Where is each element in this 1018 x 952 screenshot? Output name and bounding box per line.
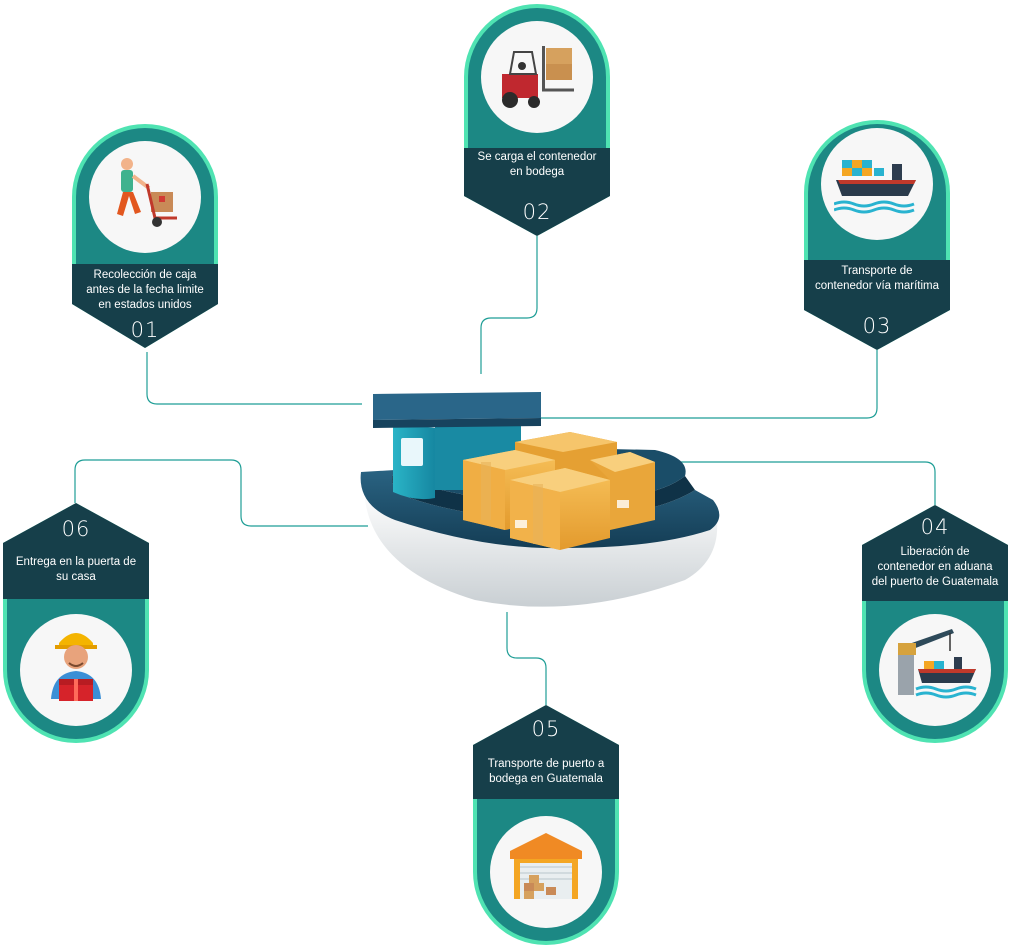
step-03-number: 03 <box>862 314 892 338</box>
step-01-label-line-2: antes de la fecha limite <box>86 284 204 296</box>
step-06-label-line-2: su casa <box>56 571 96 583</box>
step-02-number: 02 <box>522 200 552 224</box>
step-card-05: 05 Transporte de puerto a bodega en Guat… <box>473 705 619 945</box>
connector-01 <box>146 352 362 405</box>
step-04-number: 04 <box>920 515 950 539</box>
warehouse-icon <box>506 829 586 905</box>
connector-05 <box>506 612 547 705</box>
step-06-number: 06 <box>61 517 91 541</box>
card-shape <box>473 705 619 945</box>
step-05-number: 05 <box>531 717 561 741</box>
connector-04 <box>662 461 936 505</box>
central-ship-with-boxes <box>360 392 720 607</box>
port-crane-ship-icon <box>892 625 980 701</box>
worker-hand-truck-icon <box>105 152 185 242</box>
step-02-label-line-2: en bodega <box>509 166 565 178</box>
step-04-label-line-2: contenedor en aduana <box>877 561 993 573</box>
step-03-label-line-2: contenedor vía marítima <box>814 280 939 292</box>
step-04-label-line-1: Liberación de <box>900 546 970 558</box>
connector-02 <box>480 236 538 374</box>
step-card-01: Recolección de caja antes de la fecha li… <box>72 124 218 348</box>
step-01-label-line-1: Recolección de caja <box>93 269 197 281</box>
step-card-06: 06 Entrega en la puerta de su casa <box>3 503 149 743</box>
cargo-ship-icon <box>833 150 920 220</box>
forklift-icon <box>492 42 582 112</box>
step-03-label-line-1: Transporte de <box>841 265 913 277</box>
step-05-label-line-1: Transporte de puerto a <box>487 758 605 770</box>
step-02-label-line-1: Se carga el contenedor <box>477 151 597 163</box>
card-shape <box>862 505 1008 743</box>
connector-03 <box>540 350 878 419</box>
step-card-02: Se carga el contenedor en bodega 02 <box>464 4 610 236</box>
step-01-number: 01 <box>130 318 160 342</box>
step-04-label-line-3: del puerto de Guatemala <box>871 576 999 588</box>
connector-06 <box>74 459 368 527</box>
step-05-label-line-2: bodega en Guatemala <box>489 773 603 785</box>
delivery-man-icon <box>41 623 111 709</box>
step-card-03: Transporte de contenedor vía marítima 03 <box>804 120 950 350</box>
step-06-label-line-1: Entrega en la puerta de <box>15 556 137 568</box>
step-01-label-line-3: en estados unidos <box>98 299 192 311</box>
card-shape <box>72 124 218 348</box>
step-card-04: 04 Liberación de contenedor en aduana de… <box>862 505 1008 743</box>
